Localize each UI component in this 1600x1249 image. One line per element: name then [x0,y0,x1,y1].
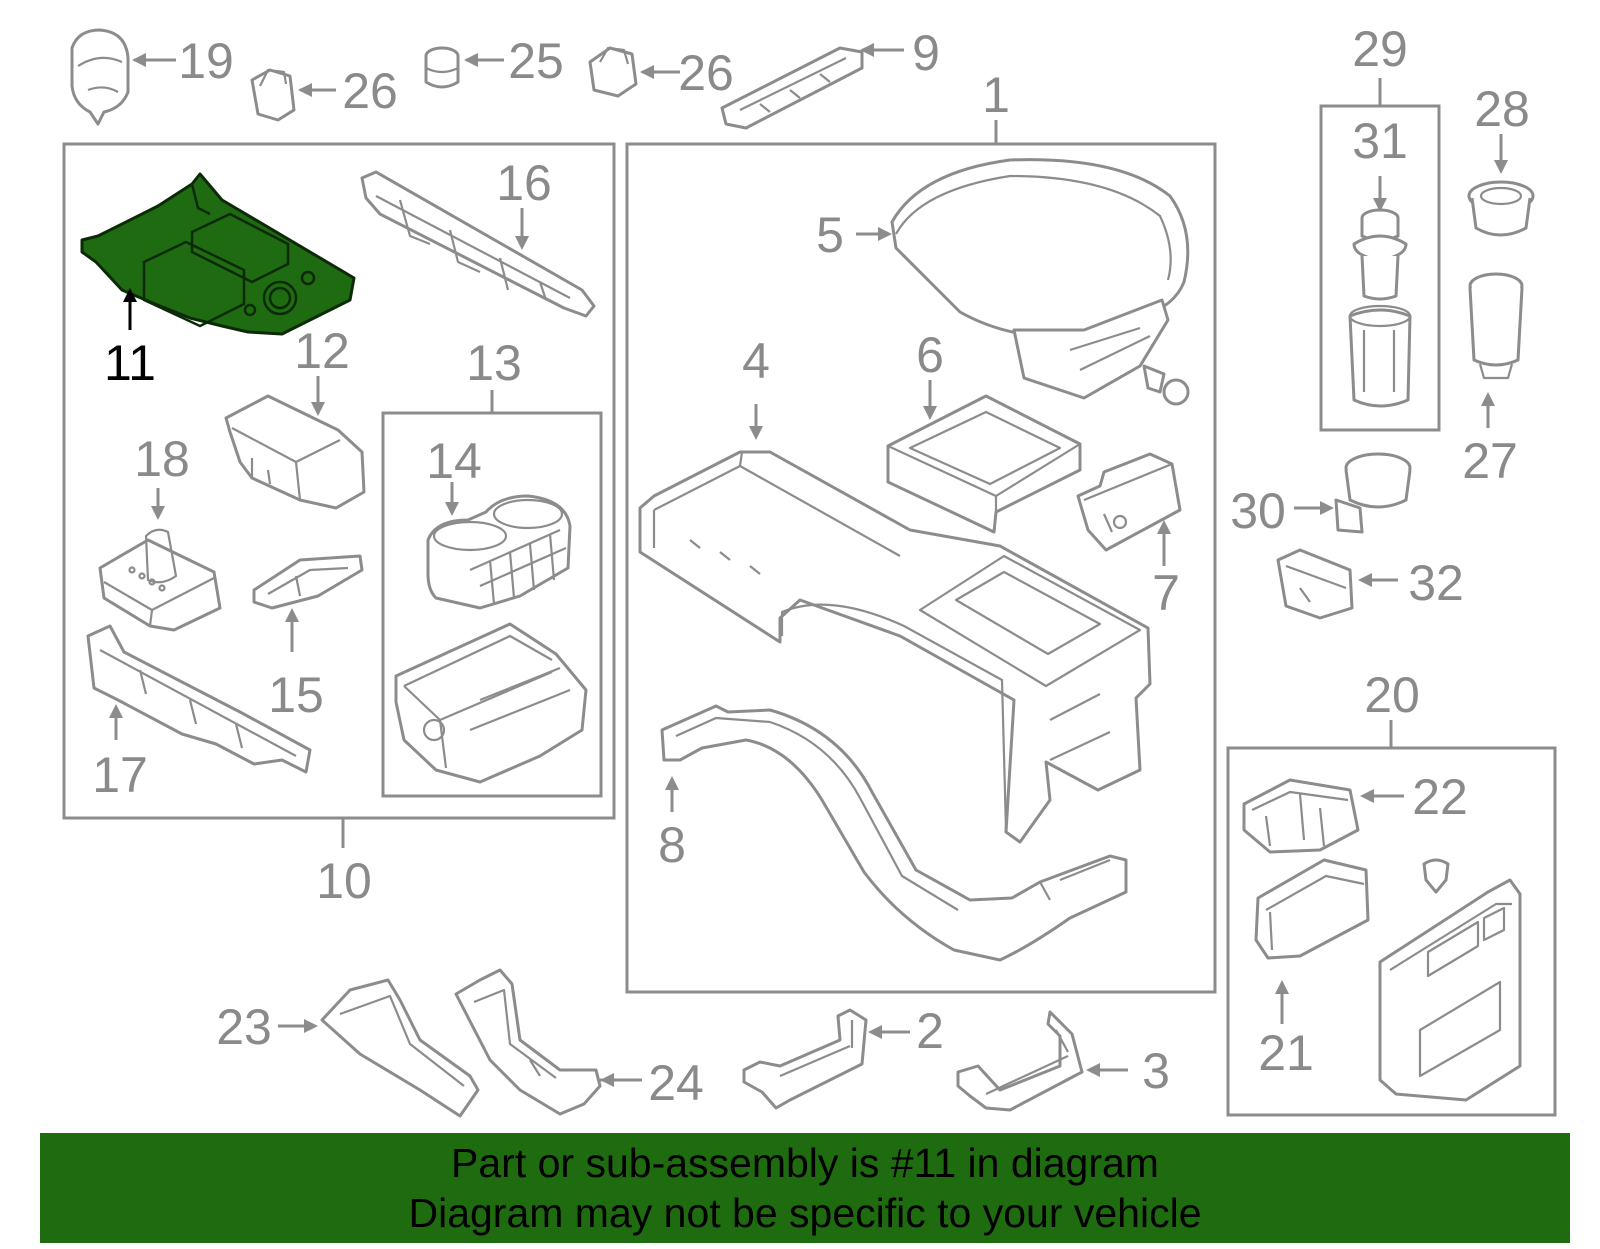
callout-1: 1 [982,67,1010,123]
clip-part-26b [588,46,638,98]
callout-19: 19 [178,33,234,89]
banner-line-part-number: Part or sub-assembly is #11 in diagram [451,1140,1159,1186]
bracket-part-3 [956,1010,1084,1112]
callout-18: 18 [134,431,190,487]
callout-25: 25 [508,33,564,89]
shift-knob-part [70,28,130,126]
callout-3: 3 [1142,1043,1170,1099]
socket-part-27 [1468,272,1524,380]
callout-20: 20 [1364,667,1420,723]
callout-26-left: 26 [342,63,398,119]
callout-26-right: 26 [678,45,734,101]
callout-7: 7 [1152,565,1180,621]
banner-line-disclaimer: Diagram may not be specific to your vehi… [408,1190,1202,1236]
callout-24: 24 [648,1055,704,1111]
console-body-part-4 [638,450,1152,844]
callout-29: 29 [1352,21,1408,77]
trim-part-24 [454,968,602,1116]
highlighted-part-11 [80,172,356,336]
screw-part [1142,364,1190,406]
callout-9: 9 [912,25,940,81]
cupholder-part-14 [426,494,572,610]
callout-15: 15 [268,667,324,723]
callout-8: 8 [658,817,686,873]
callout-27: 27 [1462,433,1518,489]
rear-panel-part-20 [1378,878,1522,1102]
callout-32: 32 [1408,555,1464,611]
callout-28: 28 [1474,81,1530,137]
bracket-part-7 [1076,452,1182,552]
group-box-10 [62,142,616,820]
trim-part-23 [320,978,480,1118]
socket-body-part [1348,304,1412,408]
vent-part-22 [1242,778,1360,854]
callout-10: 10 [316,853,372,909]
callout-5: 5 [816,207,844,263]
callout-2: 2 [916,1003,944,1059]
ring-part-28 [1467,180,1535,237]
trim-part-16 [360,170,596,318]
group-box-1 [625,142,1217,994]
socket-part-31 [1352,208,1408,301]
callout-16: 16 [496,155,552,211]
callout-6: 6 [916,327,944,383]
callout-12: 12 [294,323,350,379]
callout-11: 11 [104,335,156,391]
trim-strip-part-9 [720,46,864,130]
clip-part-small [1422,858,1450,894]
info-banner: Part or sub-assembly is #11 in diagram D… [40,1133,1570,1243]
bracket-part-17 [86,624,312,774]
callout-23: 23 [216,999,272,1055]
cupholder-housing-part [394,622,588,784]
callout-17: 17 [92,747,148,803]
cap-part-25 [424,46,460,89]
clip-part-26a [250,68,296,122]
callout-14: 14 [426,433,482,489]
switch-part-12 [224,394,366,510]
tray-part-6 [886,394,1082,534]
socket-part-30 [1334,452,1412,534]
lower-trim-part-8 [660,704,1128,962]
callout-31: 31 [1352,113,1408,169]
armrest-lid-part-5 [890,158,1190,400]
shifter-bezel-part-18 [98,528,222,632]
bracket-part-32 [1276,548,1354,620]
callout-21: 21 [1258,1025,1314,1081]
callout-4: 4 [742,333,770,389]
callout-13: 13 [466,335,522,391]
callout-30: 30 [1230,483,1286,539]
bracket-part-2 [742,1008,868,1110]
bracket-part-15 [252,554,364,610]
callout-22: 22 [1412,769,1468,825]
housing-part-21 [1254,858,1370,960]
